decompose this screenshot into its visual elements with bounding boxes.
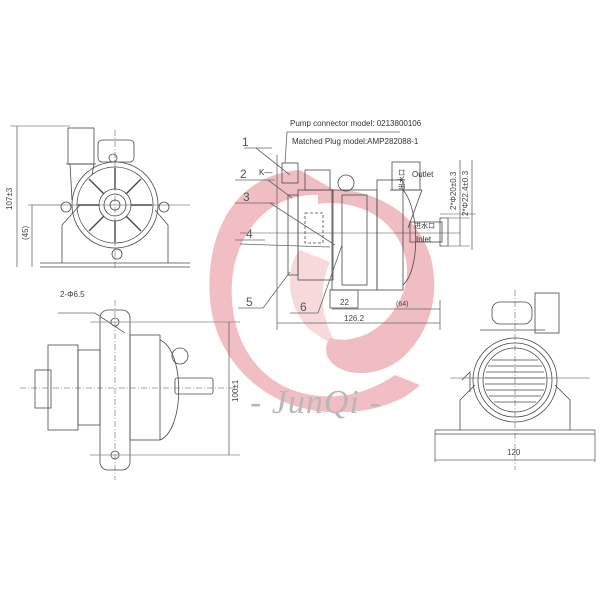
- k-section-marker: K—: [259, 168, 273, 177]
- dim-hole-spacing: 100±1: [231, 379, 240, 402]
- outlet-label: Outlet: [412, 170, 434, 179]
- dim-rear-width: 120: [507, 448, 521, 457]
- part-number-6: 6: [300, 300, 307, 314]
- dim-flange-22: 22: [340, 298, 349, 307]
- dim-diameter-20: 2*Φ20±0.3: [449, 171, 458, 210]
- junqi-brand-text: - JunQi -: [250, 384, 382, 421]
- dim-total-length: 126.2: [344, 314, 365, 323]
- inlet-label: Inlet: [416, 235, 432, 244]
- side-view: [235, 131, 476, 330]
- top-view: [20, 300, 240, 480]
- plug-model-label: Matched Plug model:AMP282088-1: [292, 137, 419, 146]
- dim-diameter-22-4: 2*Φ22.4±0.3: [461, 170, 470, 216]
- part-number-2: 2: [240, 167, 247, 181]
- part-number-1: 1: [242, 135, 249, 149]
- dim-front-axis-height: (45): [21, 225, 30, 240]
- dim-outlet-offset: (64): [396, 301, 409, 308]
- part-number-5: 5: [246, 295, 253, 309]
- dim-mount-holes: 2-Φ6.5: [60, 290, 85, 299]
- inlet-cn-label: 进水口: [414, 223, 435, 230]
- rear-view: [434, 290, 596, 470]
- front-view: [10, 125, 190, 270]
- dim-front-height: 107±3: [5, 187, 14, 210]
- connector-model-label: Pump connector model: 0213800106: [290, 119, 422, 128]
- outlet-cn-label: 出水口: [399, 169, 406, 190]
- part-number-3: 3: [243, 190, 250, 204]
- part-number-4: 4: [246, 227, 253, 241]
